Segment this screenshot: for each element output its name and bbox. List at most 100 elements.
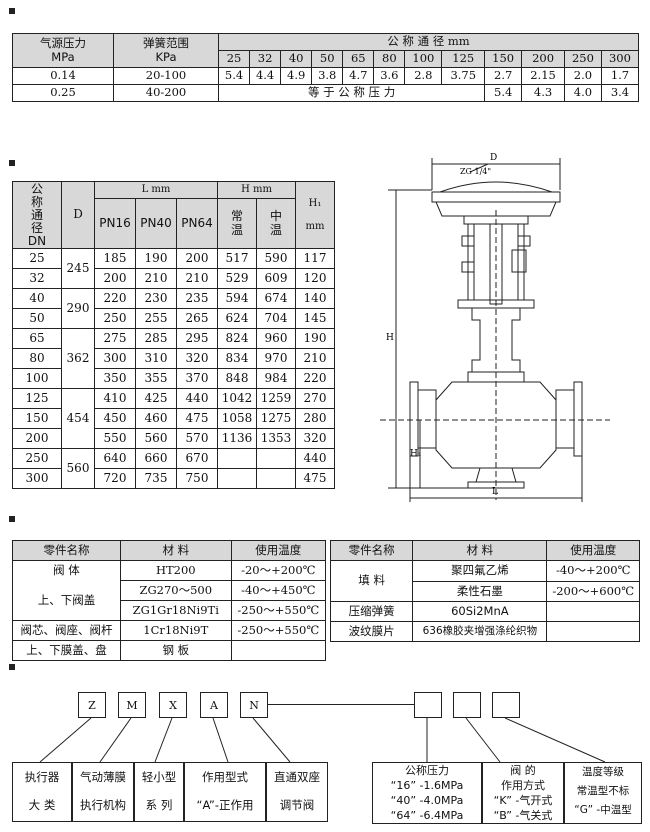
label-valve-action: 阀 的作用方式“K” -气开式“B” -气关式 — [482, 762, 564, 824]
value-cell: 270 — [295, 388, 335, 409]
material-header: 材 料 — [412, 540, 548, 561]
value-cell: 460 — [135, 408, 177, 429]
value-cell — [217, 468, 257, 489]
part-core: 阀芯、阀座、阀杆 — [12, 620, 121, 641]
part-cover: 上、下膜盖、盘 — [12, 640, 121, 661]
value-cell: 1259 — [256, 388, 296, 409]
pn16-header: PN16 — [94, 198, 136, 249]
d-cell: 245 — [61, 248, 95, 289]
value-cell: 560 — [135, 428, 177, 449]
dn-cell: 125 — [12, 388, 62, 409]
dn-cell: 25 — [217, 50, 251, 68]
value-cell: 4.3 — [521, 84, 565, 102]
material-header: 材 料 — [119, 540, 232, 561]
label-h: H — [386, 333, 394, 343]
code-box-pressure — [414, 692, 442, 718]
value-cell: 200 — [94, 268, 136, 289]
value-cell: 720 — [94, 468, 136, 489]
value-cell: 440 — [295, 448, 335, 469]
code-leader-lines — [39, 717, 606, 763]
material-cell: ZG270～500 — [119, 580, 232, 601]
value-cell: 350 — [94, 368, 136, 389]
air-pressure-cell: 0.25 — [12, 84, 114, 102]
value-cell: 210 — [295, 348, 335, 369]
value-cell: 117 — [295, 248, 335, 269]
dn-cell: 32 — [249, 50, 282, 68]
value-cell: 3.6 — [373, 67, 406, 85]
value-cell: 1353 — [256, 428, 296, 449]
value-cell: 1.7 — [600, 67, 640, 85]
d-header: D — [61, 181, 95, 249]
label-double-seat: 直通双座调节阀 — [266, 762, 328, 822]
value-cell: 529 — [217, 268, 257, 289]
value-cell: 674 — [256, 288, 296, 309]
value-cell: 1042 — [217, 388, 257, 409]
dn-cell: 150 — [12, 408, 62, 429]
value-cell: 190 — [295, 328, 335, 349]
code-box-m: M — [118, 692, 146, 718]
value-cell: 640 — [94, 448, 136, 469]
label-h1: H₁ — [410, 449, 421, 459]
temperature-cell: -40～+200℃ — [546, 560, 640, 582]
dn-cell: 80 — [12, 348, 62, 369]
temperature-cell: -200～+600℃ — [546, 580, 640, 602]
value-cell: 235 — [176, 288, 218, 309]
dn-cell: 150 — [484, 50, 523, 68]
material-cell: 60Si2MnA — [412, 601, 548, 622]
part-bellows: 波纹膜片 — [329, 621, 414, 642]
value-cell: 185 — [94, 248, 136, 269]
value-cell: 190 — [135, 248, 177, 269]
dn-cell: 65 — [342, 50, 375, 68]
part-body: 阀 体 — [12, 560, 121, 581]
value-cell — [256, 468, 296, 489]
value-cell: 140 — [295, 288, 335, 309]
value-cell: 120 — [295, 268, 335, 289]
material-cell: 柔性石墨 — [412, 580, 548, 602]
code-box-temp — [492, 692, 520, 718]
spring-range-cell: 20-100 — [113, 67, 219, 85]
label-pneumatic-actuator: 气动薄膜执行机构 — [72, 762, 134, 822]
section-marker-1 — [9, 8, 15, 14]
material-cell: ZG1Gr18Ni9Ti — [119, 600, 232, 621]
spring-range-cell: 40-200 — [113, 84, 219, 102]
value-cell: 670 — [176, 448, 218, 469]
value-cell: 355 — [135, 368, 177, 389]
value-cell: 624 — [217, 308, 257, 329]
value-cell: 230 — [135, 288, 177, 309]
value-cell: 295 — [176, 328, 218, 349]
material-cell: HT200 — [119, 560, 232, 581]
value-cell: 1275 — [256, 408, 296, 429]
value-cell: 255 — [135, 308, 177, 329]
part-bonnet: 上、下阀盖 — [12, 580, 121, 621]
label-actuator-class: 执行器大 类 — [12, 762, 72, 822]
value-cell: 425 — [135, 388, 177, 409]
value-cell: 310 — [135, 348, 177, 369]
value-cell: 145 — [295, 308, 335, 329]
value-cell: 4.4 — [249, 67, 282, 85]
value-cell: 735 — [135, 468, 177, 489]
value-cell: 970 — [256, 348, 296, 369]
part-name-header: 零件名称 — [329, 540, 414, 561]
part-spring: 压缩弹簧 — [329, 601, 414, 622]
air-pressure-cell: 0.14 — [12, 67, 114, 85]
value-cell: 2.8 — [404, 67, 443, 85]
code-box-z: Z — [78, 692, 106, 718]
label-zg: ZG 1/4" — [460, 167, 491, 176]
valve-drawing: D ZG 1/4" H H₁ L — [380, 153, 610, 502]
code-box-a: A — [200, 692, 228, 718]
value-cell: 609 — [256, 268, 296, 289]
value-cell: 220 — [94, 288, 136, 309]
value-cell: 550 — [94, 428, 136, 449]
material-cell: 钢 板 — [119, 640, 232, 661]
dn-cell: 125 — [441, 50, 486, 68]
